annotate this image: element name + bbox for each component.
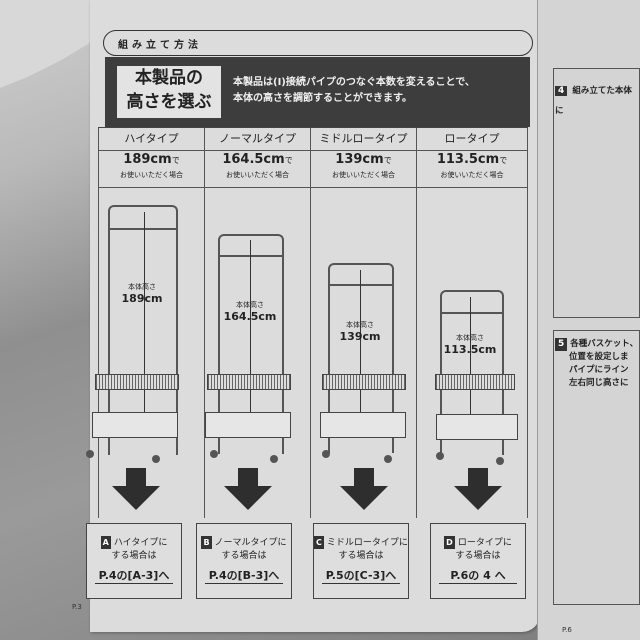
column-middle-low: ミドルロータイプ 139cmで お使いいただく場合	[310, 128, 416, 518]
step-text-line: 位置を設定しま	[569, 352, 629, 362]
title-box: 本製品の 高さを選ぶ	[117, 66, 221, 118]
step4: 4 組み立てた本体に	[555, 78, 640, 118]
step5: 5 各種バスケット、 位置を設定しま パイプにライン 左右同じ高さに	[555, 338, 640, 390]
column-height-info: 189cmで お使いいただく場合	[99, 151, 204, 188]
result-badge: A	[100, 536, 111, 549]
header-band: 本製品の 高さを選ぶ 本製品は(I)接続パイプのつなぐ本数を変えることで、 本体…	[105, 57, 530, 127]
height-note: お使いいただく場合	[120, 171, 183, 179]
page-reference: P.6の 4 へ	[439, 567, 517, 584]
step-number: 5	[555, 338, 568, 351]
column-type: ハイタイプ	[99, 128, 204, 151]
rack-value: 139cm	[339, 330, 381, 343]
height-note: お使いいただく場合	[226, 171, 289, 179]
manual-page-right	[537, 0, 640, 640]
result-line1: ロータイプに	[457, 538, 512, 548]
desc-line-1: 本製品は(I)接続パイプのつなぐ本数を変えることで、	[233, 77, 475, 88]
rack-label: 本体高さ	[236, 301, 264, 309]
result-line1: ハイタイプに	[113, 538, 168, 548]
rack-value: 189cm	[121, 292, 163, 305]
section-tab: 組み立て方法	[103, 30, 533, 56]
step-number: 4	[555, 86, 568, 96]
rack-label: 本体高さ	[346, 321, 374, 329]
column-type: ノーマルタイプ	[205, 128, 310, 151]
height-note: お使いいただく場合	[332, 171, 395, 179]
desc-line-2: 本体の高さを調節することができます。	[233, 93, 412, 104]
result-line2: する場合は	[221, 551, 267, 561]
column-normal: ノーマルタイプ 164.5cmで お使いいただく場合	[204, 128, 310, 518]
column-low: ロータイプ 113.5cmで お使いいただく場合	[416, 128, 528, 518]
result-line2: する場合は	[338, 551, 384, 561]
column-height-info: 139cmで お使いいただく場合	[311, 151, 416, 188]
step-text-line: 各種バスケット、	[570, 339, 639, 349]
height-suffix: で	[383, 156, 392, 165]
height-note: お使いいただく場合	[440, 171, 504, 179]
page-reference: P.4の[B-3]へ	[205, 567, 283, 584]
result-badge: B	[201, 536, 212, 549]
column-high: ハイタイプ 189cmで お使いいただく場合	[98, 128, 204, 518]
rack-label: 本体高さ	[128, 283, 156, 291]
result-badge: D	[444, 536, 455, 549]
page-reference: P.5の[C-3]へ	[322, 567, 400, 584]
result-line2: する場合は	[111, 551, 157, 561]
height-suffix: で	[171, 156, 180, 165]
result-line2: する場合は	[455, 551, 501, 561]
step-text-line: 左右同じ高さに	[569, 378, 629, 388]
step-text-line: パイプにライン	[569, 365, 629, 375]
header-description: 本製品は(I)接続パイプのつなぐ本数を変えることで、 本体の高さを調節することが…	[233, 75, 475, 107]
rack-value: 164.5cm	[223, 310, 277, 323]
column-height-info: 113.5cmで お使いいただく場合	[417, 151, 527, 188]
rack-value: 113.5cm	[443, 343, 497, 356]
page-number-right: P.6	[562, 626, 572, 634]
section-label: 組み立て方法	[118, 40, 202, 51]
step-text: 組み立てた本体に	[555, 86, 632, 116]
column-type: ミドルロータイプ	[311, 128, 416, 151]
column-height-info: 164.5cmで お使いいただく場合	[205, 151, 310, 188]
rack-label: 本体高さ	[456, 334, 484, 342]
result-badge: C	[314, 536, 324, 549]
height-value: 189cm	[123, 152, 172, 167]
height-value: 164.5cm	[222, 152, 285, 167]
result-line1: ノーマルタイプに	[214, 538, 287, 548]
height-value: 113.5cm	[436, 152, 500, 167]
page-reference: P.4の[A-3]へ	[95, 567, 173, 584]
column-type: ロータイプ	[417, 128, 527, 151]
page-number-left: P.3	[72, 603, 82, 611]
height-value: 139cm	[335, 152, 384, 167]
height-suffix: で	[499, 156, 508, 165]
title-line-2: 高さを選ぶ	[126, 92, 212, 112]
title-line-1: 本製品の	[135, 68, 203, 88]
height-suffix: で	[284, 156, 293, 165]
height-options-table: ハイタイプ 189cmで お使いいただく場合 ノーマルタイプ 164.5cmで …	[98, 127, 528, 518]
result-line1: ミドルロータイプに	[326, 538, 408, 548]
